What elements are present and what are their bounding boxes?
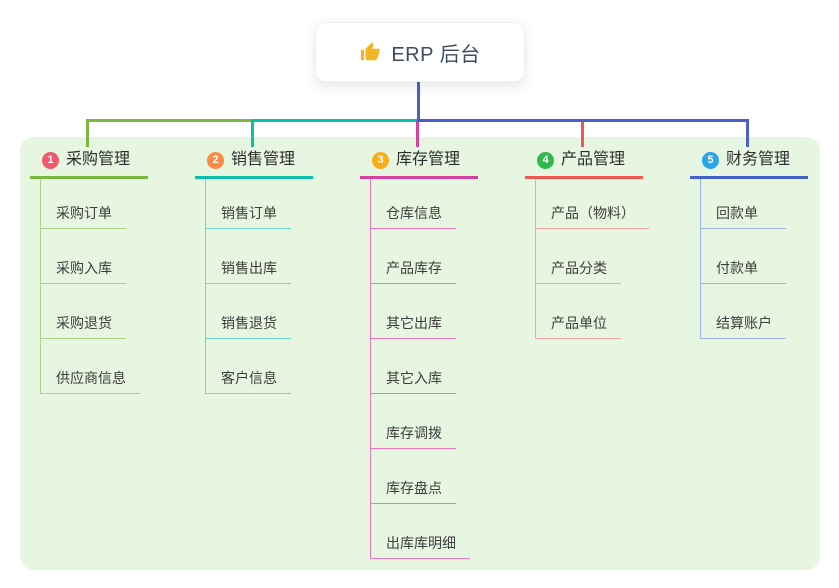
branch-number-badge: 1 bbox=[42, 151, 59, 169]
child-node[interactable]: 采购入库 bbox=[41, 229, 126, 284]
branch-column: 4 产品管理 产品（物料） 产品分类 产品单位 bbox=[525, 146, 695, 339]
child-node[interactable]: 其它入库 bbox=[371, 339, 456, 394]
child-node[interactable]: 产品库存 bbox=[371, 229, 456, 284]
branch-number-badge: 5 bbox=[702, 151, 719, 169]
branch-column: 2 销售管理 销售订单 销售出库 销售退货 客户信息 bbox=[195, 146, 365, 394]
child-node-label: 库存调拨 bbox=[386, 425, 442, 441]
child-node-label: 产品（物料） bbox=[551, 205, 635, 221]
child-node-label: 供应商信息 bbox=[56, 370, 126, 386]
branch-label: 产品管理 bbox=[561, 151, 626, 168]
child-node-label: 采购退货 bbox=[56, 315, 112, 331]
child-node[interactable]: 库存盘点 bbox=[371, 449, 456, 504]
branch-label: 销售管理 bbox=[231, 151, 296, 168]
branch-children: 销售订单 销售出库 销售退货 客户信息 bbox=[205, 179, 291, 394]
branch-node[interactable]: 3 库存管理 bbox=[360, 146, 478, 179]
child-node[interactable]: 付款单 bbox=[701, 229, 786, 284]
branch-label: 库存管理 bbox=[396, 151, 461, 168]
branch-number-badge: 2 bbox=[207, 151, 224, 169]
child-node[interactable]: 销售退货 bbox=[206, 284, 291, 339]
child-node-label: 客户信息 bbox=[221, 370, 277, 386]
child-node[interactable]: 销售出库 bbox=[206, 229, 291, 284]
child-node-label: 回款单 bbox=[716, 205, 758, 221]
child-node-label: 库存盘点 bbox=[386, 480, 442, 496]
thumbs-up-icon bbox=[359, 41, 381, 63]
child-node-label: 结算账户 bbox=[716, 315, 772, 331]
branch-number-badge: 4 bbox=[537, 151, 554, 169]
child-node[interactable]: 采购退货 bbox=[41, 284, 126, 339]
child-node[interactable]: 产品（物料） bbox=[536, 179, 649, 229]
child-node[interactable]: 其它出库 bbox=[371, 284, 456, 339]
branch-node[interactable]: 4 产品管理 bbox=[525, 146, 643, 179]
child-node[interactable]: 客户信息 bbox=[206, 339, 291, 394]
child-node[interactable]: 仓库信息 bbox=[371, 179, 456, 229]
branch-column: 5 财务管理 回款单 付款单 结算账户 bbox=[690, 146, 839, 339]
child-node-label: 其它入库 bbox=[386, 370, 442, 386]
branch-column: 1 采购管理 采购订单 采购入库 采购退货 供应商信息 bbox=[30, 146, 200, 394]
branch-column: 3 库存管理 仓库信息 产品库存 其它出库 其它入库 库存调拨 库存盘点 出库库… bbox=[360, 146, 530, 559]
branch-children: 回款单 付款单 结算账户 bbox=[700, 179, 786, 339]
branch-number-badge: 3 bbox=[372, 151, 389, 169]
child-node-label: 产品分类 bbox=[551, 260, 607, 276]
child-node-label: 采购入库 bbox=[56, 260, 112, 276]
child-node[interactable]: 回款单 bbox=[701, 179, 786, 229]
child-node-label: 出库库明细 bbox=[386, 535, 456, 551]
child-node-label: 销售订单 bbox=[221, 205, 277, 221]
branch-node[interactable]: 1 采购管理 bbox=[30, 146, 148, 179]
child-node-label: 仓库信息 bbox=[386, 205, 442, 221]
child-node-label: 其它出库 bbox=[386, 315, 442, 331]
child-node-label: 销售出库 bbox=[221, 260, 277, 276]
branch-node[interactable]: 5 财务管理 bbox=[690, 146, 808, 179]
child-node[interactable]: 供应商信息 bbox=[41, 339, 140, 394]
branch-children: 产品（物料） 产品分类 产品单位 bbox=[535, 179, 649, 339]
child-node[interactable]: 产品分类 bbox=[536, 229, 621, 284]
branch-node[interactable]: 2 销售管理 bbox=[195, 146, 313, 179]
child-node-label: 销售退货 bbox=[221, 315, 277, 331]
child-node[interactable]: 产品单位 bbox=[536, 284, 621, 339]
child-node[interactable]: 库存调拨 bbox=[371, 394, 456, 449]
branch-children: 采购订单 采购入库 采购退货 供应商信息 bbox=[40, 179, 140, 394]
branches-panel bbox=[20, 137, 820, 570]
branch-label: 采购管理 bbox=[66, 151, 131, 168]
child-node[interactable]: 出库库明细 bbox=[371, 504, 470, 559]
branch-children: 仓库信息 产品库存 其它出库 其它入库 库存调拨 库存盘点 出库库明细 bbox=[370, 179, 470, 559]
child-node[interactable]: 采购订单 bbox=[41, 179, 126, 229]
child-node-label: 产品库存 bbox=[386, 260, 442, 276]
child-node-label: 产品单位 bbox=[551, 315, 607, 331]
child-node-label: 付款单 bbox=[716, 260, 758, 276]
branch-label: 财务管理 bbox=[726, 151, 791, 168]
root-node-title: ERP 后台 bbox=[391, 43, 481, 66]
child-node[interactable]: 结算账户 bbox=[701, 284, 786, 339]
child-node[interactable]: 销售订单 bbox=[206, 179, 291, 229]
child-node-label: 采购订单 bbox=[56, 205, 112, 221]
